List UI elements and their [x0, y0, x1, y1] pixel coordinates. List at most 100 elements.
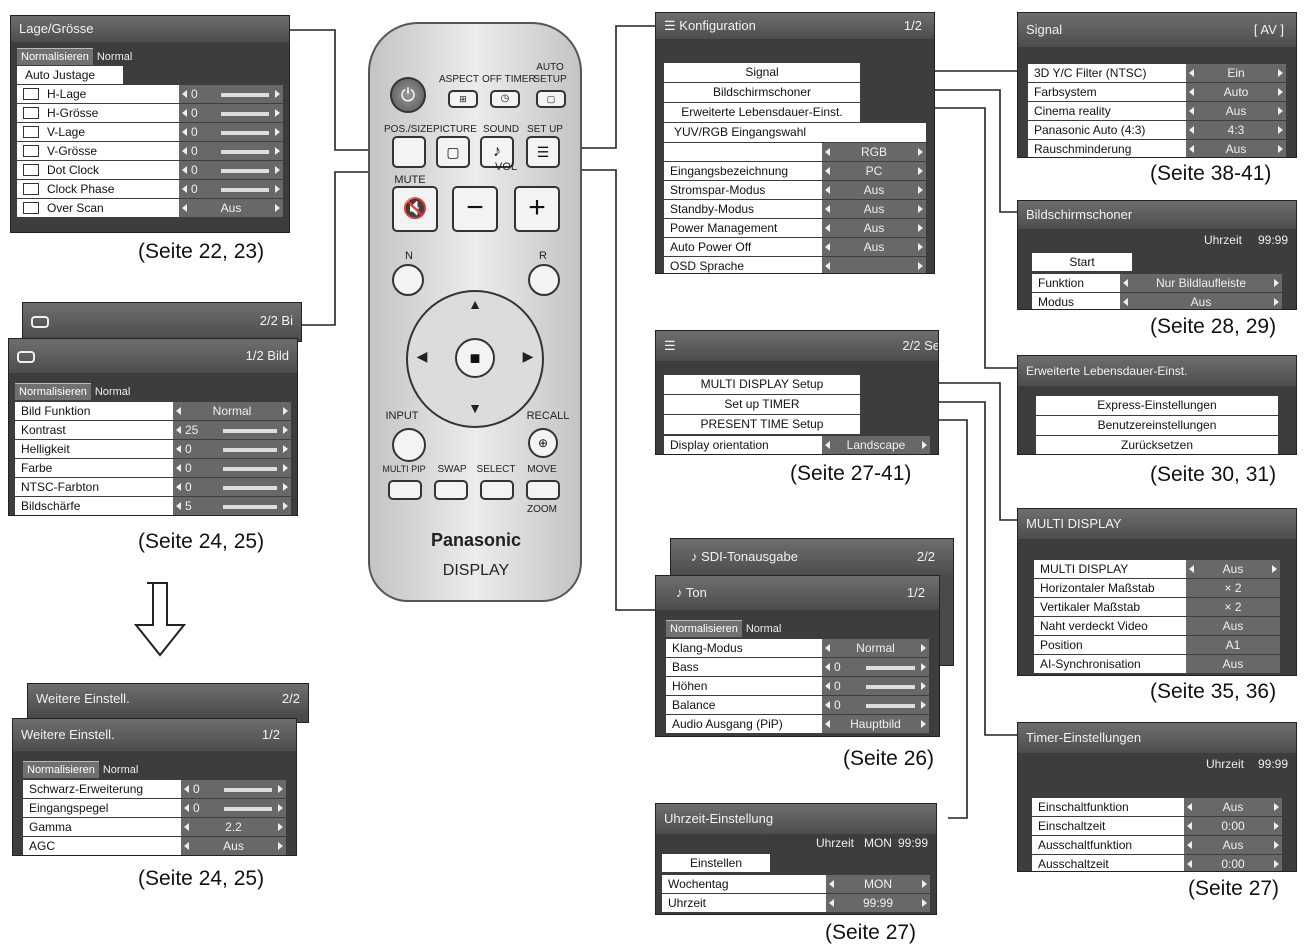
aspect-icon[interactable]: ⊞: [448, 90, 478, 108]
option-selector[interactable]: 99:99: [826, 894, 930, 912]
zuruecksetzen-item[interactable]: Zurücksetzen: [1036, 436, 1278, 454]
slider[interactable]: 0: [822, 658, 929, 676]
option-selector[interactable]: 0:00: [1184, 817, 1282, 835]
r-button[interactable]: [528, 264, 560, 296]
set-up-timer-item[interactable]: Set up TIMER: [664, 395, 860, 414]
option-selector[interactable]: Normal: [822, 639, 929, 657]
value-field[interactable]: Aus: [1186, 617, 1280, 635]
input-button[interactable]: [392, 428, 426, 462]
slider[interactable]: 25: [173, 421, 291, 439]
menu-row[interactable]: OSD Sprache: [664, 256, 926, 273]
auto-justage-button[interactable]: Auto Justage: [17, 66, 123, 84]
option-selector[interactable]: Hauptbild: [822, 715, 929, 733]
arrow-up-icon[interactable]: ▲: [468, 296, 482, 312]
option-selector[interactable]: 0:00: [1184, 855, 1282, 871]
option-selector[interactable]: Aus: [1186, 102, 1286, 120]
menu-row[interactable]: 3D Y/C Filter (NTSC)Ein: [1028, 63, 1286, 82]
slider[interactable]: 0: [173, 440, 291, 458]
slider[interactable]: 0: [173, 478, 291, 496]
option-selector[interactable]: Aus: [822, 238, 926, 256]
option-selector[interactable]: Auto: [1186, 83, 1286, 101]
option-selector[interactable]: Aus: [179, 199, 283, 217]
option-selector[interactable]: [822, 257, 926, 273]
option-selector[interactable]: Aus: [1186, 560, 1280, 578]
option-selector[interactable]: Aus: [1184, 836, 1282, 854]
option-selector[interactable]: Aus: [1120, 293, 1282, 309]
arrow-right-icon[interactable]: ▶: [522, 348, 534, 364]
erweiterte-lebensdauer-item[interactable]: Erweiterte Lebensdauer-Einst.: [664, 103, 860, 122]
slider[interactable]: 0: [179, 104, 283, 122]
bildschirmschoner-item[interactable]: Bildschirmschoner: [664, 83, 860, 102]
menu-row[interactable]: Audio Ausgang (PiP)Hauptbild: [666, 714, 929, 733]
menu-row[interactable]: Vertikaler Maßstab× 2: [1034, 597, 1280, 616]
select-button[interactable]: [480, 480, 514, 500]
value-field[interactable]: × 2: [1186, 579, 1280, 597]
present-time-setup-item[interactable]: PRESENT TIME Setup: [664, 415, 860, 434]
option-selector[interactable]: 2.2: [181, 818, 286, 836]
n-button[interactable]: [392, 264, 424, 296]
swap-button[interactable]: [434, 480, 468, 500]
normalisieren-tab[interactable]: Normalisieren: [23, 761, 99, 778]
slider[interactable]: 0: [179, 180, 283, 198]
vol-down-button[interactable]: −: [452, 186, 498, 232]
option-selector[interactable]: MON: [826, 875, 930, 893]
multi-display-setup-item[interactable]: MULTI DISPLAY Setup: [664, 375, 860, 394]
stop-icon[interactable]: ■: [455, 338, 495, 378]
slider[interactable]: 0: [179, 142, 283, 160]
option-selector[interactable]: Ein: [1186, 64, 1286, 82]
value-field[interactable]: × 2: [1186, 598, 1280, 616]
option-selector[interactable]: Landscape: [822, 436, 930, 454]
slider[interactable]: 0: [822, 696, 929, 714]
start-button[interactable]: Start: [1032, 253, 1132, 271]
option-selector[interactable]: Normal: [173, 402, 291, 420]
einstellen-button[interactable]: Einstellen: [662, 854, 770, 872]
option-selector[interactable]: Aus: [1184, 798, 1282, 816]
benutzereinstellungen-item[interactable]: Benutzereinstellungen: [1036, 416, 1278, 435]
slider[interactable]: 0: [179, 85, 283, 103]
slider[interactable]: 0: [822, 677, 929, 695]
option-selector[interactable]: 4:3: [1186, 121, 1286, 139]
normalisieren-tab[interactable]: Normalisieren: [666, 620, 742, 637]
value-field[interactable]: Aus: [1186, 655, 1280, 673]
sound-note-icon[interactable]: ♪: [480, 136, 514, 168]
pos-size-button[interactable]: [392, 136, 426, 168]
slider[interactable]: 0: [179, 123, 283, 141]
yuv-rgb-item[interactable]: YUV/RGB Eingangswahl: [664, 123, 926, 142]
slider[interactable]: 0: [179, 161, 283, 179]
setup-menu-icon[interactable]: ☰: [526, 136, 560, 168]
normalisieren-tab[interactable]: Normalisieren: [17, 48, 93, 65]
slider[interactable]: 5: [173, 497, 291, 515]
option-selector[interactable]: PC: [822, 162, 926, 180]
off-timer-icon[interactable]: ◷: [490, 90, 520, 108]
option-selector[interactable]: Aus: [1186, 140, 1286, 157]
option-selector[interactable]: Nur Bildlaufleiste: [1120, 274, 1282, 292]
